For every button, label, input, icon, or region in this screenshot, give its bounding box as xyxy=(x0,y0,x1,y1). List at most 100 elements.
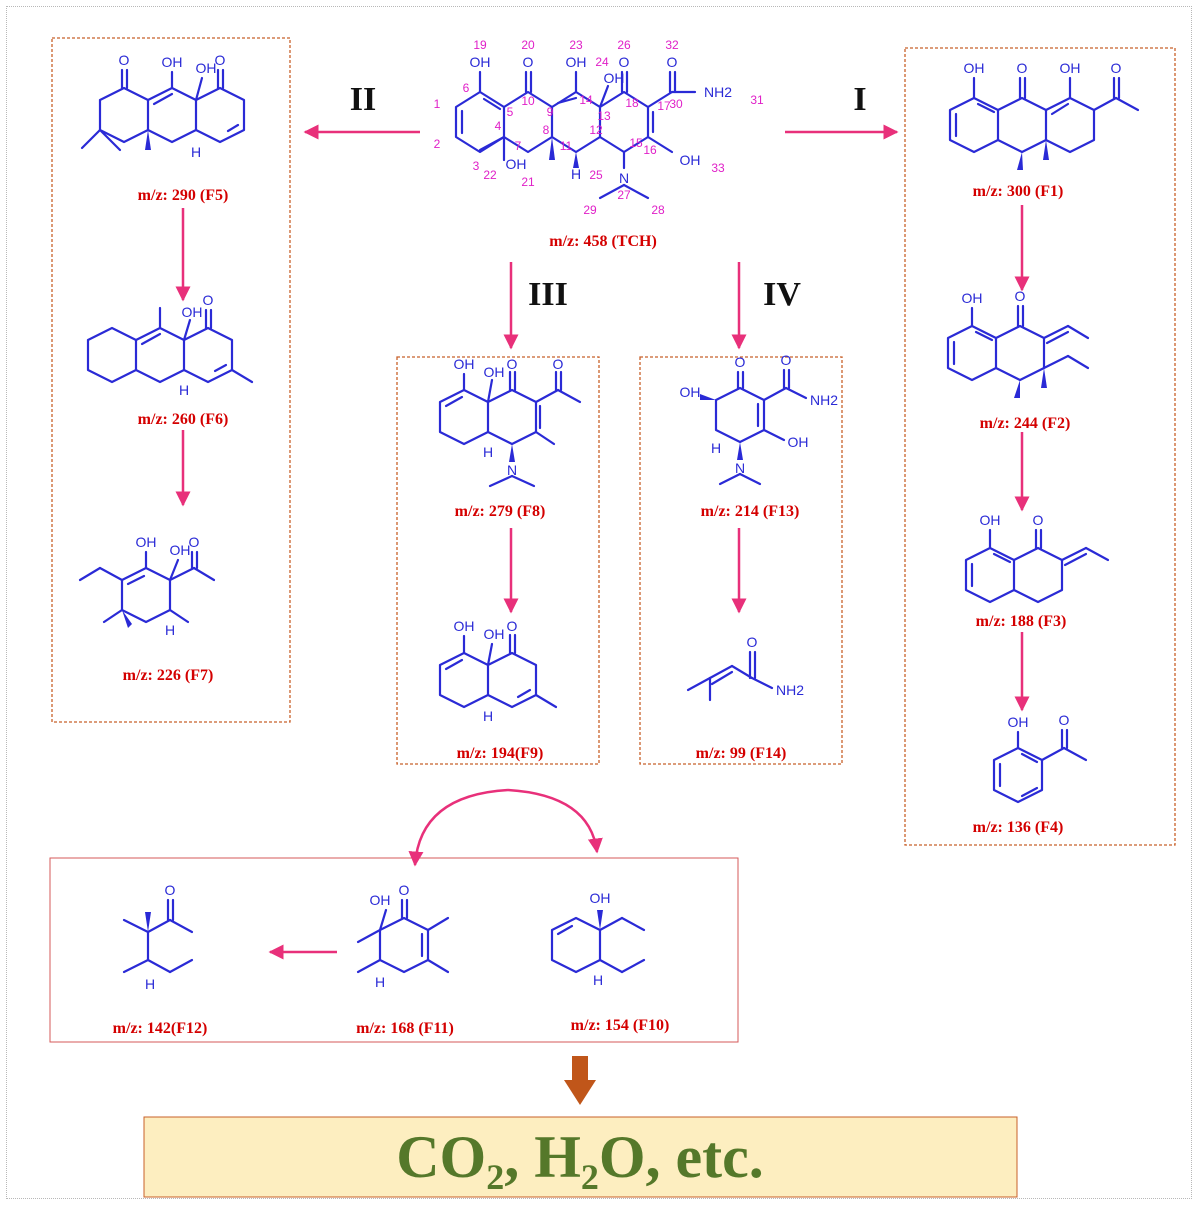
svg-text:O: O xyxy=(165,882,176,898)
svg-text:1: 1 xyxy=(434,97,441,111)
svg-text:8: 8 xyxy=(543,123,550,137)
svg-text:O: O xyxy=(619,54,630,70)
label-f6: m/z: 260 (F6) xyxy=(138,411,229,428)
svg-text:NH2: NH2 xyxy=(776,682,804,698)
svg-text:32: 32 xyxy=(665,38,679,52)
svg-text:15: 15 xyxy=(629,136,643,150)
final-products-box xyxy=(143,1116,1018,1198)
svg-text:OH: OH xyxy=(162,54,183,70)
svg-text:O: O xyxy=(523,54,534,70)
svg-text:H: H xyxy=(375,974,385,990)
label-f9: m/z: 194(F9) xyxy=(457,745,544,762)
svg-text:29: 29 xyxy=(583,203,597,217)
svg-text:O: O xyxy=(1111,60,1122,76)
svg-text:O: O xyxy=(553,356,564,372)
label-f10: m/z: 154 (F10) xyxy=(571,1017,670,1034)
arrow-curve-to-f11 xyxy=(408,788,509,867)
svg-text:H: H xyxy=(191,144,201,160)
svg-text:26: 26 xyxy=(617,38,631,52)
svg-text:28: 28 xyxy=(651,203,665,217)
tch-structure: OH O OH OH O O NH2 OH N H OH 1 2 3 4 5 6… xyxy=(434,38,764,217)
label-f13: m/z: 214 (F13) xyxy=(701,503,800,520)
svg-text:OH: OH xyxy=(680,384,701,400)
svg-text:11: 11 xyxy=(560,139,573,153)
f5-structure: O OH OH O H xyxy=(80,52,246,160)
route-i-box xyxy=(904,47,1176,846)
svg-text:OH: OH xyxy=(964,60,985,76)
svg-text:O: O xyxy=(667,54,678,70)
f6-structure: OH O H xyxy=(86,292,254,398)
tch-atom-numbers: 1 2 3 4 5 6 7 8 9 10 11 12 13 14 15 16 1… xyxy=(434,38,764,217)
f1-structure: OH O OH O xyxy=(948,60,1140,170)
svg-text:33: 33 xyxy=(711,161,725,175)
final-products-text: CO2, H2O, etc. xyxy=(396,1124,764,1197)
svg-text:25: 25 xyxy=(589,168,603,182)
svg-text:H: H xyxy=(571,166,581,182)
label-f5: m/z: 290 (F5) xyxy=(138,187,229,204)
svg-text:12: 12 xyxy=(589,123,603,137)
f11-structure: OH O H xyxy=(356,882,450,990)
svg-text:OH: OH xyxy=(1008,714,1029,730)
svg-text:24: 24 xyxy=(595,55,609,69)
svg-text:14: 14 xyxy=(579,93,593,107)
svg-text:O: O xyxy=(1059,712,1070,728)
svg-text:O: O xyxy=(735,354,746,370)
pathway-arrows xyxy=(175,124,1030,960)
label-f8: m/z: 279 (F8) xyxy=(455,503,546,520)
f14-structure: O NH2 xyxy=(686,634,804,702)
svg-text:23: 23 xyxy=(569,38,583,52)
svg-text:H: H xyxy=(593,972,603,988)
svg-text:OH: OH xyxy=(506,156,527,172)
svg-text:O: O xyxy=(119,52,130,68)
svg-text:OH: OH xyxy=(182,304,203,320)
svg-text:OH: OH xyxy=(454,356,475,372)
label-f4: m/z: 136 (F4) xyxy=(973,819,1064,836)
svg-text:H: H xyxy=(165,622,175,638)
svg-text:OH: OH xyxy=(484,626,505,642)
route-label-ii: II xyxy=(350,81,376,118)
f4-structure: OH O xyxy=(992,712,1088,804)
svg-text:OH: OH xyxy=(470,54,491,70)
route-label-i: I xyxy=(853,81,866,118)
svg-text:31: 31 xyxy=(750,93,764,107)
label-f14: m/z: 99 (F14) xyxy=(696,745,787,762)
svg-text:O: O xyxy=(215,52,226,68)
f12-structure: O H xyxy=(122,882,194,992)
svg-text:OH: OH xyxy=(566,54,587,70)
svg-text:OH: OH xyxy=(370,892,391,908)
svg-text:OH: OH xyxy=(980,512,1001,528)
svg-text:3: 3 xyxy=(473,159,480,173)
route-iv-box xyxy=(639,356,843,765)
svg-text:N: N xyxy=(735,460,745,476)
svg-text:O: O xyxy=(1033,512,1044,528)
svg-text:O: O xyxy=(507,618,518,634)
label-f3: m/z: 188 (F3) xyxy=(976,613,1067,630)
svg-text:O: O xyxy=(781,352,792,368)
svg-text:4: 4 xyxy=(495,119,502,133)
svg-text:27: 27 xyxy=(617,188,631,202)
figure-frame xyxy=(6,6,1192,1199)
svg-text:OH: OH xyxy=(788,434,809,450)
svg-text:OH: OH xyxy=(604,70,625,86)
label-f11: m/z: 168 (F11) xyxy=(356,1020,454,1037)
f7-structure: OH OH O H xyxy=(78,534,216,638)
svg-text:O: O xyxy=(1017,60,1028,76)
svg-text:7: 7 xyxy=(515,139,522,153)
svg-text:OH: OH xyxy=(170,542,191,558)
arrow-curve-to-f10 xyxy=(507,788,603,854)
f2-structure: OH O xyxy=(946,288,1090,398)
svg-text:O: O xyxy=(203,292,214,308)
svg-text:OH: OH xyxy=(962,290,983,306)
svg-text:OH: OH xyxy=(454,618,475,634)
svg-text:OH: OH xyxy=(484,364,505,380)
f3-structure: OH O xyxy=(964,512,1110,604)
svg-text:OH: OH xyxy=(196,60,217,76)
label-f7: m/z: 226 (F7) xyxy=(123,667,214,684)
svg-text:N: N xyxy=(619,170,629,186)
svg-text:NH2: NH2 xyxy=(810,392,838,408)
svg-text:13: 13 xyxy=(597,109,611,123)
route-label-iv: IV xyxy=(763,276,801,313)
svg-text:10: 10 xyxy=(521,94,535,108)
svg-text:O: O xyxy=(507,356,518,372)
